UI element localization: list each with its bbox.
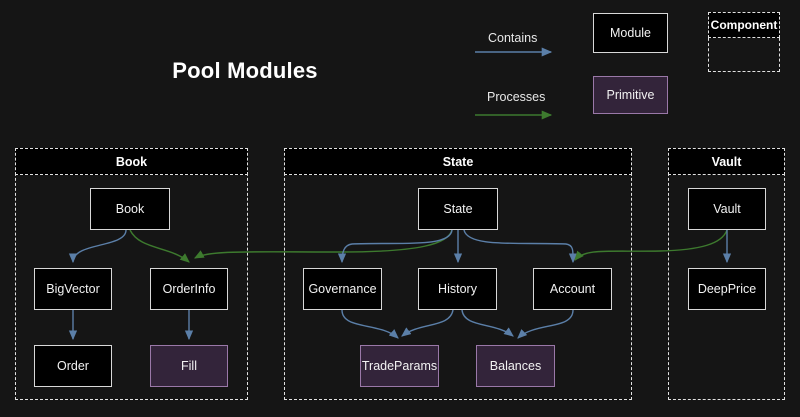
node-balances[interactable]: Balances xyxy=(476,345,555,387)
node-tradeparams[interactable]: TradeParams xyxy=(360,345,439,387)
page-title: Pool Modules xyxy=(172,58,318,83)
node-order[interactable]: Order xyxy=(34,345,112,387)
node-vault[interactable]: Vault xyxy=(688,188,766,230)
legend-component-label: Component xyxy=(708,12,780,38)
legend-module-box: Module xyxy=(593,13,668,53)
node-book[interactable]: Book xyxy=(90,188,170,230)
node-orderinfo[interactable]: OrderInfo xyxy=(150,268,228,310)
node-fill[interactable]: Fill xyxy=(150,345,228,387)
legend-processes-label: Processes xyxy=(487,90,546,104)
node-governance[interactable]: Governance xyxy=(303,268,382,310)
node-bigvector[interactable]: BigVector xyxy=(34,268,112,310)
legend-contains-label: Contains xyxy=(488,31,538,45)
node-account[interactable]: Account xyxy=(533,268,612,310)
legend-primitive-box: Primitive xyxy=(593,76,668,114)
node-history[interactable]: History xyxy=(418,268,497,310)
node-state[interactable]: State xyxy=(418,188,498,230)
node-deepprice[interactable]: DeepPrice xyxy=(688,268,766,310)
cluster-label-book: Book xyxy=(15,148,248,175)
cluster-label-state: State xyxy=(284,148,632,175)
cluster-label-vault: Vault xyxy=(668,148,785,175)
